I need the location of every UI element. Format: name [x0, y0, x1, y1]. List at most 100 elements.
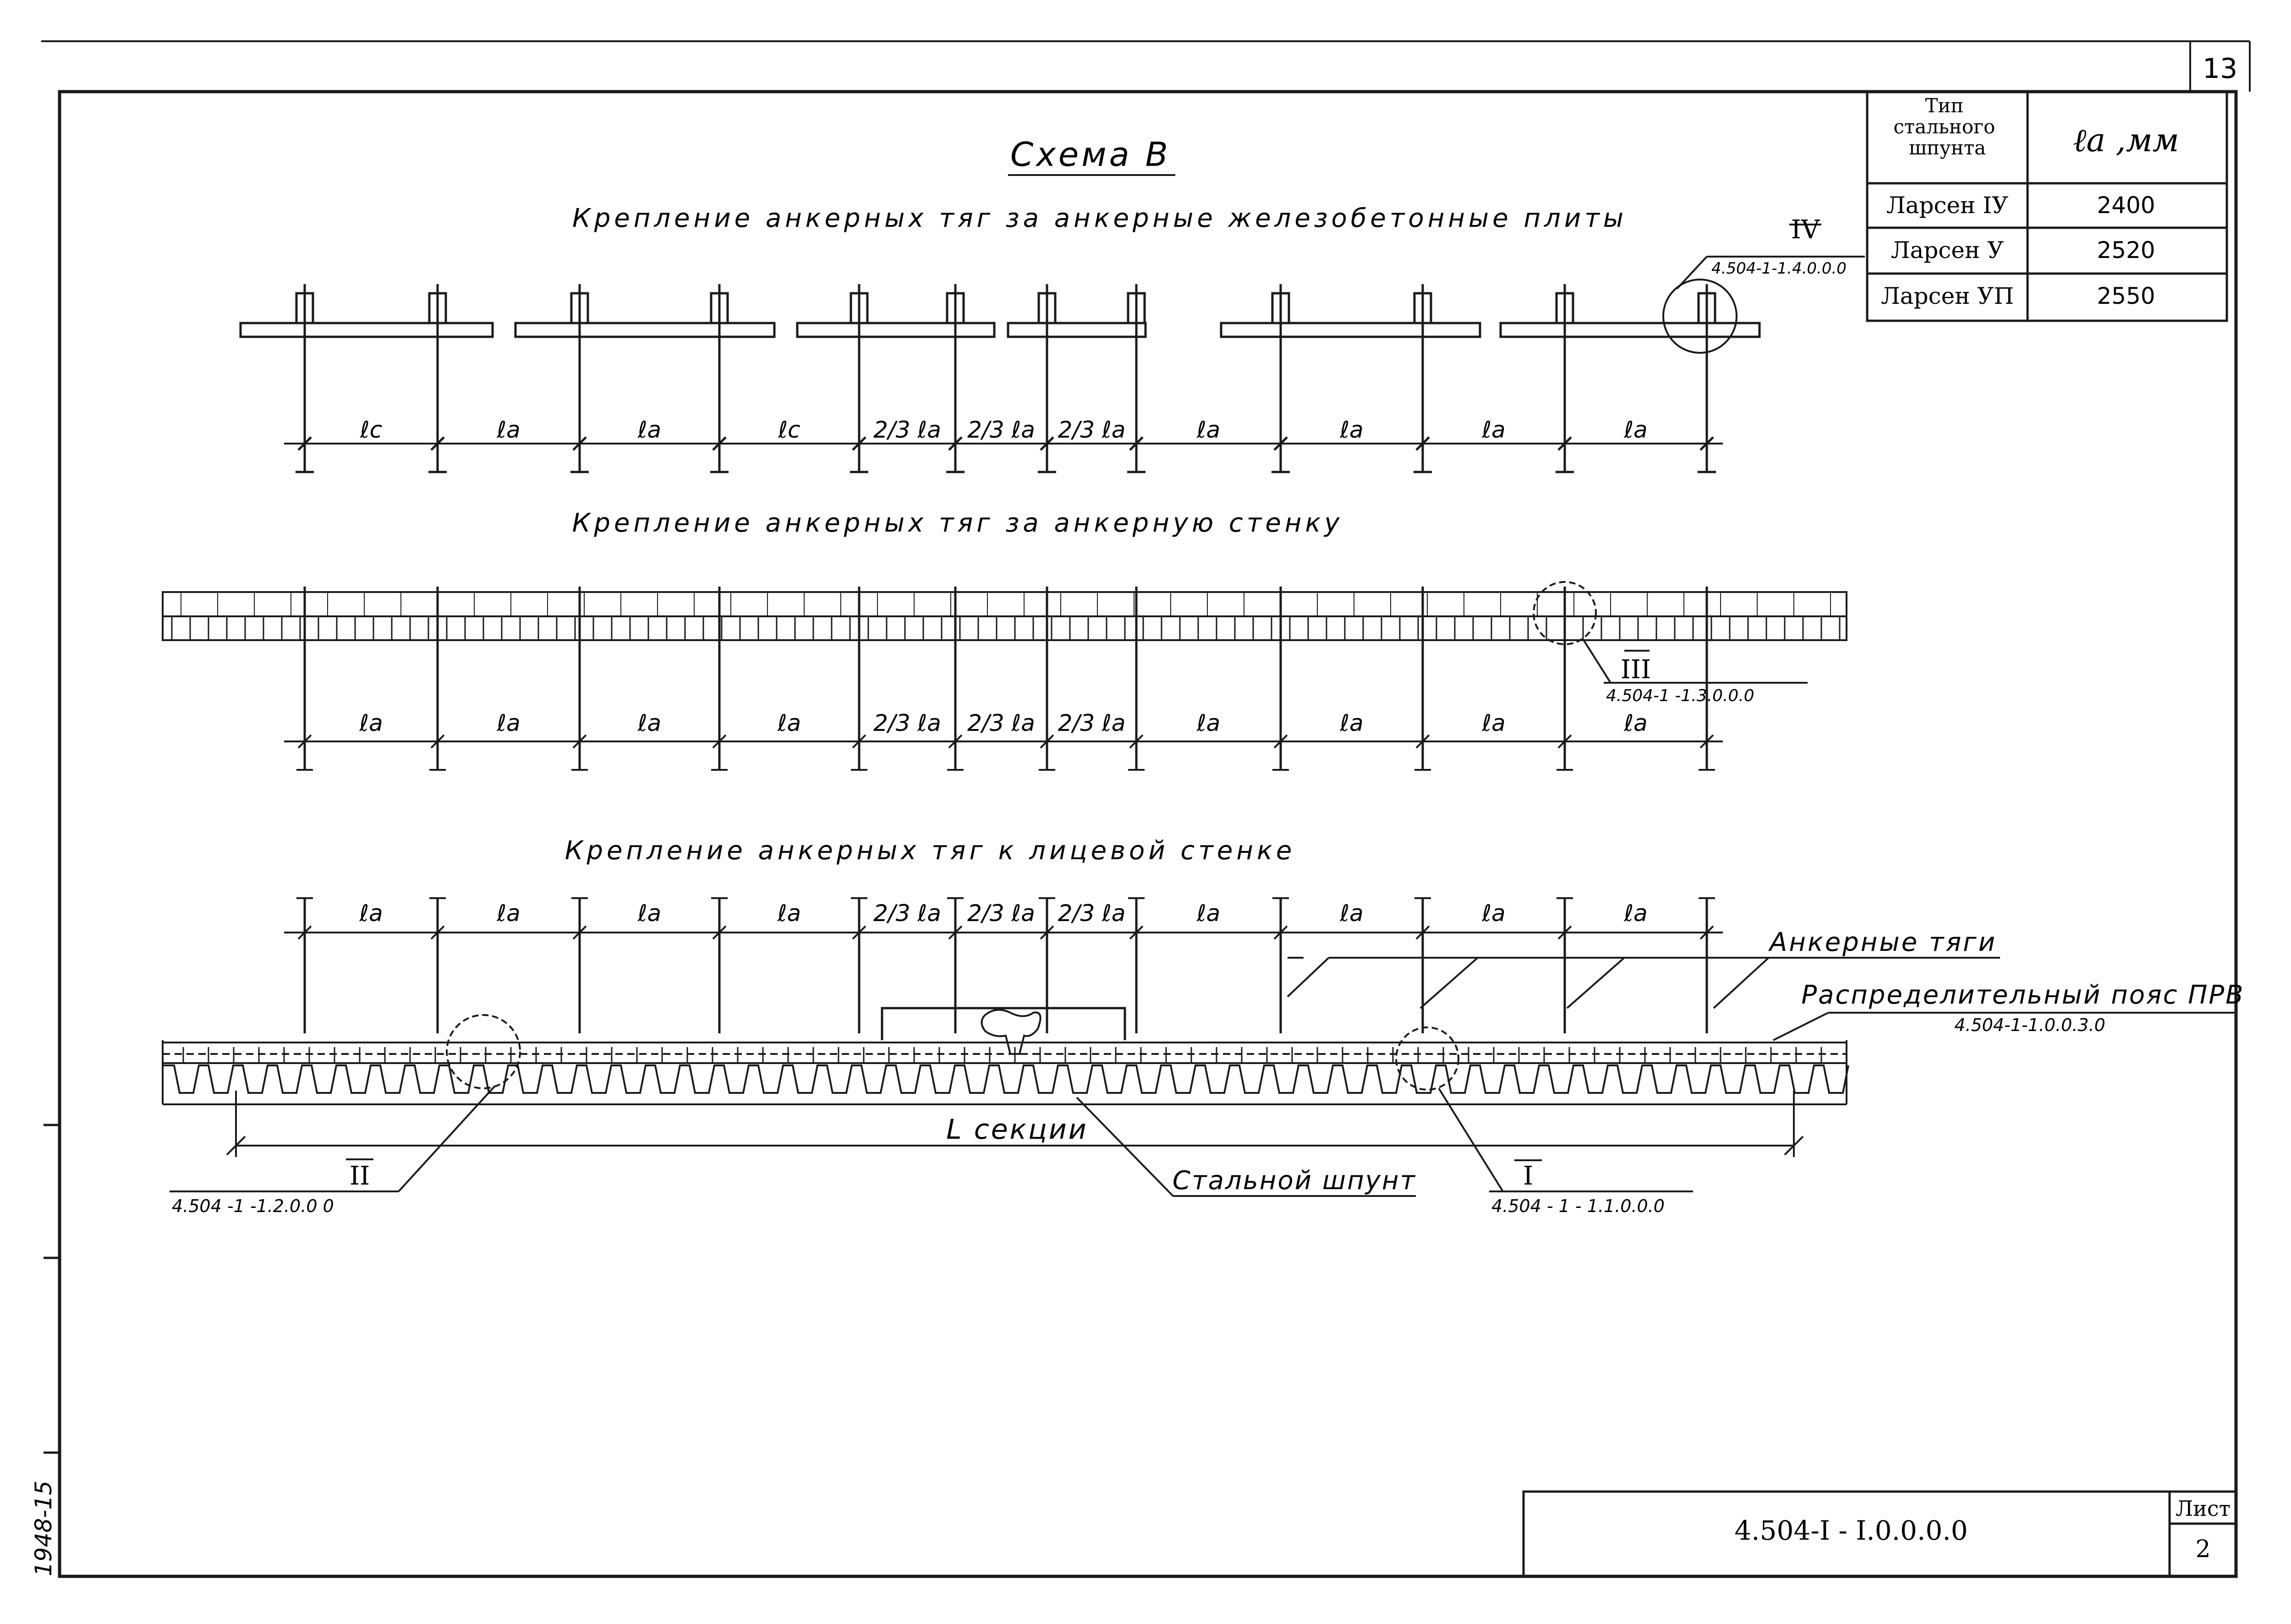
face-wall-diagram — [162, 897, 1849, 1105]
span-label: ℓa — [777, 900, 801, 927]
callout-ii-label: II — [350, 1161, 370, 1191]
span-label: 2/3 ℓa — [873, 710, 941, 736]
callout-iv-ref: 4.504-1-1.4.0.0.0 — [1711, 259, 1847, 278]
callout-iv-label: IV — [1791, 215, 1820, 245]
label-belt-ref: 4.504-1-1.0.0.3.0 — [1954, 1015, 2105, 1035]
table-header-la: ℓa ,мм — [2073, 121, 2179, 159]
anchor-plate — [514, 322, 776, 338]
span-label: 2/3 ℓa — [1058, 710, 1126, 736]
label-belt: Распределительный пояс ПРВ — [1801, 980, 2244, 1010]
dim-tick — [1040, 925, 1054, 940]
span-label: ℓa — [1623, 417, 1647, 443]
span-label: 2/3 ℓa — [1058, 900, 1126, 927]
label-sheet-pile: Стальной шпунт — [1173, 1166, 1416, 1196]
span-label: 2/3 ℓa — [967, 710, 1035, 736]
dim-tick — [572, 436, 587, 451]
sheet-label: Лист — [2176, 1496, 2231, 1521]
dim-tick — [1040, 734, 1054, 749]
dim-tick — [948, 925, 963, 940]
dim-tick — [712, 925, 727, 940]
anchor-plate — [1499, 322, 1761, 338]
dim-tick — [1273, 925, 1288, 940]
dim-tick — [1699, 925, 1714, 940]
dim-tick — [852, 925, 866, 940]
table-row-type: Ларсен У — [1891, 237, 2004, 263]
callout-i-label: I — [1523, 1161, 1533, 1191]
sheet-no: 2 — [2195, 1536, 2210, 1563]
span-label: 2/3 ℓa — [967, 900, 1035, 927]
span-label: ℓa — [1339, 417, 1363, 443]
anchor-plate — [796, 322, 996, 338]
scheme-title: Схема В — [1010, 135, 1171, 174]
dim-tick — [1415, 925, 1430, 940]
anchor-plates-diagram — [239, 284, 1761, 473]
dim-tick — [1415, 734, 1430, 749]
dim-tick — [1415, 436, 1430, 451]
anchor-plate — [239, 322, 494, 338]
belt-lifting-eye — [981, 1009, 1041, 1055]
dim-tick — [572, 734, 587, 749]
dim-tick — [430, 436, 445, 451]
dim-tick — [1129, 925, 1144, 940]
table-row-type: Ларсен IУ — [1886, 192, 2008, 219]
table-row-value: 2400 — [2097, 192, 2155, 219]
title-block — [1522, 1490, 2237, 1578]
sheet-number: 13 — [2203, 53, 2237, 85]
span-label: ℓa — [1623, 710, 1647, 736]
span-label: ℓa — [1196, 900, 1220, 927]
span-label: ℓa — [777, 710, 801, 736]
dim-tick — [1129, 436, 1144, 451]
dim-tick — [852, 734, 866, 749]
dim-tick — [1129, 734, 1144, 749]
dim-tick — [948, 436, 963, 451]
span-label: 2/3 ℓa — [873, 417, 941, 443]
dim-tick — [297, 925, 312, 940]
span-label: 2/3 ℓa — [873, 900, 941, 927]
span-label: ℓa — [637, 710, 661, 736]
section-title-wall: Крепление анкерных тяг за анкерную стенк… — [572, 508, 1343, 538]
dim-tick — [1040, 436, 1054, 451]
margin-note: 1948-15 — [30, 1481, 57, 1576]
dim-tick — [572, 925, 587, 940]
belt-splice — [881, 1007, 1126, 1040]
dim-tick — [712, 734, 727, 749]
dim-tick — [1557, 925, 1572, 940]
anchor-plate — [1220, 322, 1481, 338]
label-anchor-rods: Анкерные тяги — [1768, 927, 1997, 957]
dim-tick — [1273, 734, 1288, 749]
anchor-wall-diagram — [162, 587, 1847, 771]
dim-tick — [1273, 436, 1288, 451]
dim-tick — [1699, 734, 1714, 749]
table-row-type: Ларсен УП — [1881, 283, 2014, 309]
callout-iv — [1662, 224, 1865, 354]
doc-code: 4.504-I - I.0.0.0.0 — [1734, 1515, 1968, 1546]
span-label: ℓa — [1196, 710, 1220, 736]
label-leaders — [1076, 957, 2236, 1197]
span-label: ℓa — [1481, 417, 1505, 443]
span-label: ℓa — [637, 900, 661, 927]
callout-iii-label: III — [1621, 655, 1651, 685]
span-label: ℓa — [1339, 710, 1363, 736]
callout-ii-ref: 4.504 -1 -1.2.0.0 0 — [172, 1196, 334, 1216]
dim-tick — [297, 734, 312, 749]
span-label: ℓa — [496, 900, 520, 927]
span-label: ℓa — [637, 417, 661, 443]
span-label: 2/3 ℓa — [1058, 417, 1126, 443]
la-table — [1866, 90, 2228, 322]
dim-tick — [297, 436, 312, 451]
table-row-value: 2520 — [2097, 237, 2155, 263]
span-label: ℓa — [359, 710, 383, 736]
dim-tick — [948, 734, 963, 749]
span-label: ℓс — [360, 417, 382, 443]
table-row-value: 2550 — [2097, 283, 2155, 309]
dim-tick — [1557, 436, 1572, 451]
span-label: 2/3 ℓa — [967, 417, 1035, 443]
span-label: ℓa — [496, 710, 520, 736]
span-label: ℓa — [1623, 900, 1647, 927]
section-title-face: Крепление анкерных тяг к лицевой стенке — [565, 836, 1296, 866]
dim-tick — [430, 734, 445, 749]
span-label: ℓa — [359, 900, 383, 927]
